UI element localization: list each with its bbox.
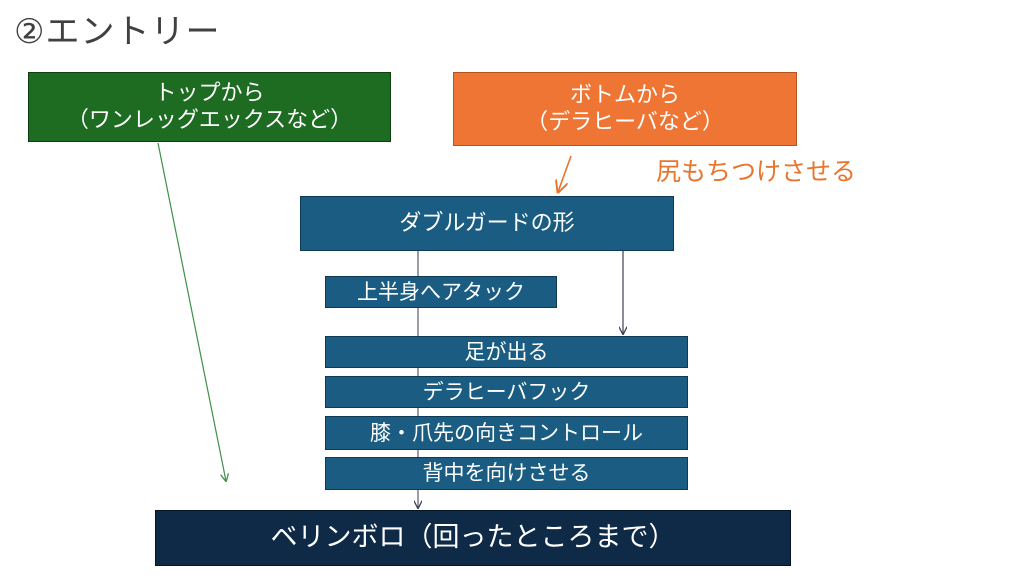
step-knee-control-box: 膝・爪先の向きコントロール: [325, 416, 688, 450]
step-dlr-hook-box: デラヒーバフック: [325, 376, 688, 408]
top-entry-box: トップから （ワンレッグエックスなど）: [28, 72, 391, 142]
double-guard-box: ダブルガードの形: [300, 196, 674, 251]
slide-title: ②エントリー: [14, 12, 221, 52]
orange-arrow: [558, 155, 572, 192]
bottom-entry-example: （デラヒーバなど）: [526, 110, 724, 135]
green-arrow: [157, 142, 226, 481]
upper-body-attack-box: 上半身へアタック: [325, 276, 557, 308]
berimbolo-box: ベリンボロ（回ったところまで）: [155, 510, 791, 566]
step-turn-back-box: 背中を向けさせる: [325, 457, 688, 490]
step-legs-out-box: 足が出る: [325, 336, 688, 368]
sit-down-annotation: 尻もちつけさせる: [656, 157, 857, 186]
top-entry-label: トップから: [154, 80, 265, 106]
bottom-entry-box: ボトムから （デラヒーバなど）: [453, 72, 797, 146]
top-entry-example: （ワンレッグエックスなど）: [66, 108, 353, 133]
bottom-entry-label: ボトムから: [569, 82, 680, 108]
